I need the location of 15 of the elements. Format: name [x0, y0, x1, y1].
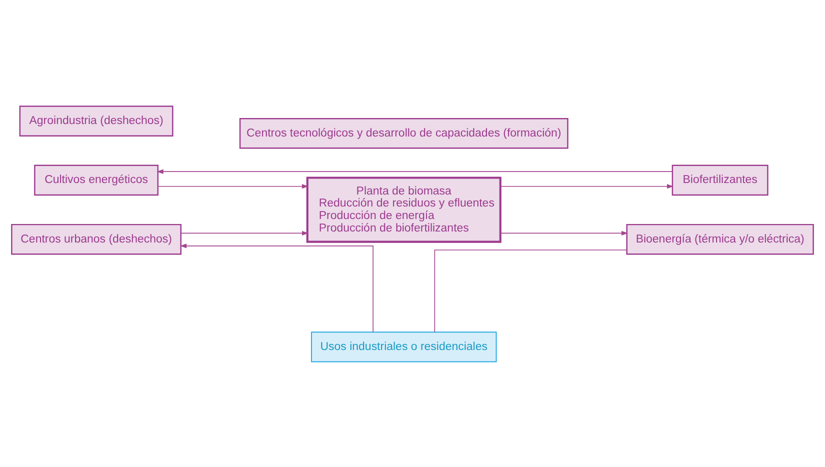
arrow — [158, 184, 309, 188]
arrow — [180, 243, 374, 332]
node-box: Usos industriales o residenciales — [310, 331, 497, 362]
node-box: Biofertilizantes — [672, 164, 768, 196]
arrow — [156, 168, 673, 174]
connector — [434, 249, 628, 332]
node-box: Centros tecnológicos y desarrollo de capacidades (formación) — [239, 118, 568, 148]
node-box: Planta de biomasa Reducción de residuos y efluentes Producción de energía Producción de biofertilizantes — [306, 176, 502, 242]
arrow — [180, 230, 309, 235]
node-box: Cultivos energéticos — [34, 164, 158, 196]
node-box: Centros urbanos (deshechos) — [11, 223, 182, 254]
node-box: Agroindustria (deshechos) — [19, 105, 174, 136]
arrow — [500, 230, 628, 235]
node-box: Bioenergía (térmica y/o eléctrica) — [626, 223, 814, 254]
arrow — [500, 184, 674, 188]
